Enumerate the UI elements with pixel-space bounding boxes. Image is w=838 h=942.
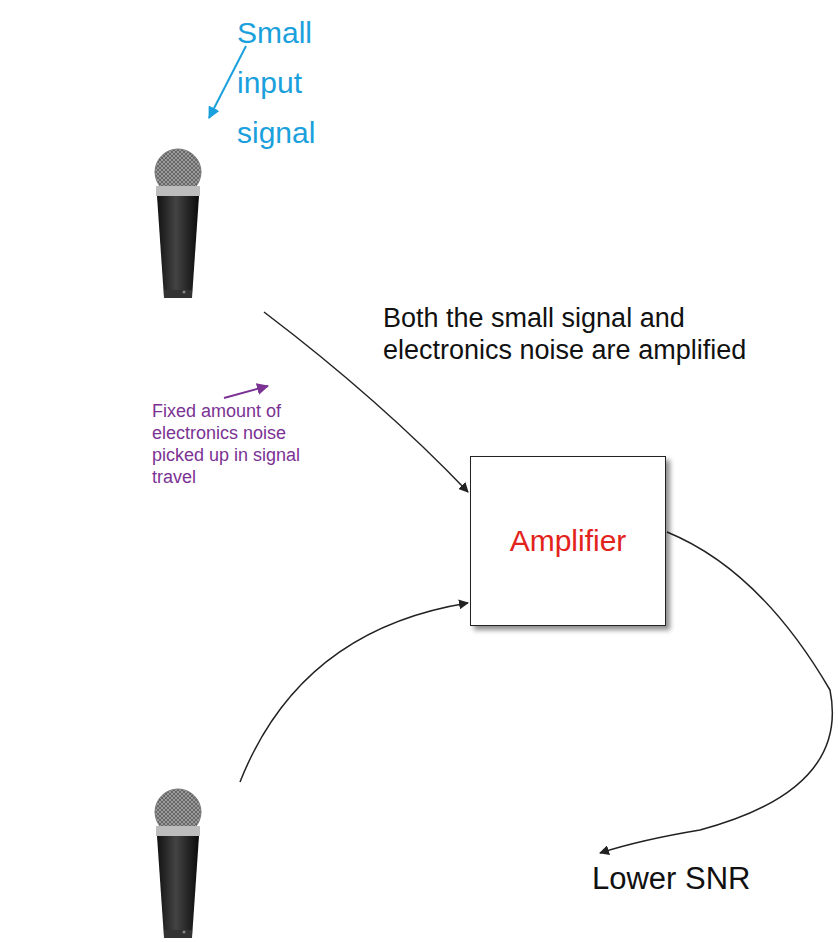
signal-wire — [240, 603, 468, 782]
box-label: Amplifier — [510, 524, 627, 558]
amplifier-box: Amplifier — [470, 456, 666, 626]
microphone — [155, 789, 201, 938]
signal-callout: Small input signal — [237, 8, 347, 158]
amplify-note: Both the small signal and electronics no… — [383, 302, 783, 366]
callout-arrow — [224, 386, 268, 398]
microphone — [155, 149, 201, 298]
noise-callout: Fixed amount of electronics noise picked… — [152, 400, 324, 488]
output-label: Lower SNR — [592, 860, 822, 898]
